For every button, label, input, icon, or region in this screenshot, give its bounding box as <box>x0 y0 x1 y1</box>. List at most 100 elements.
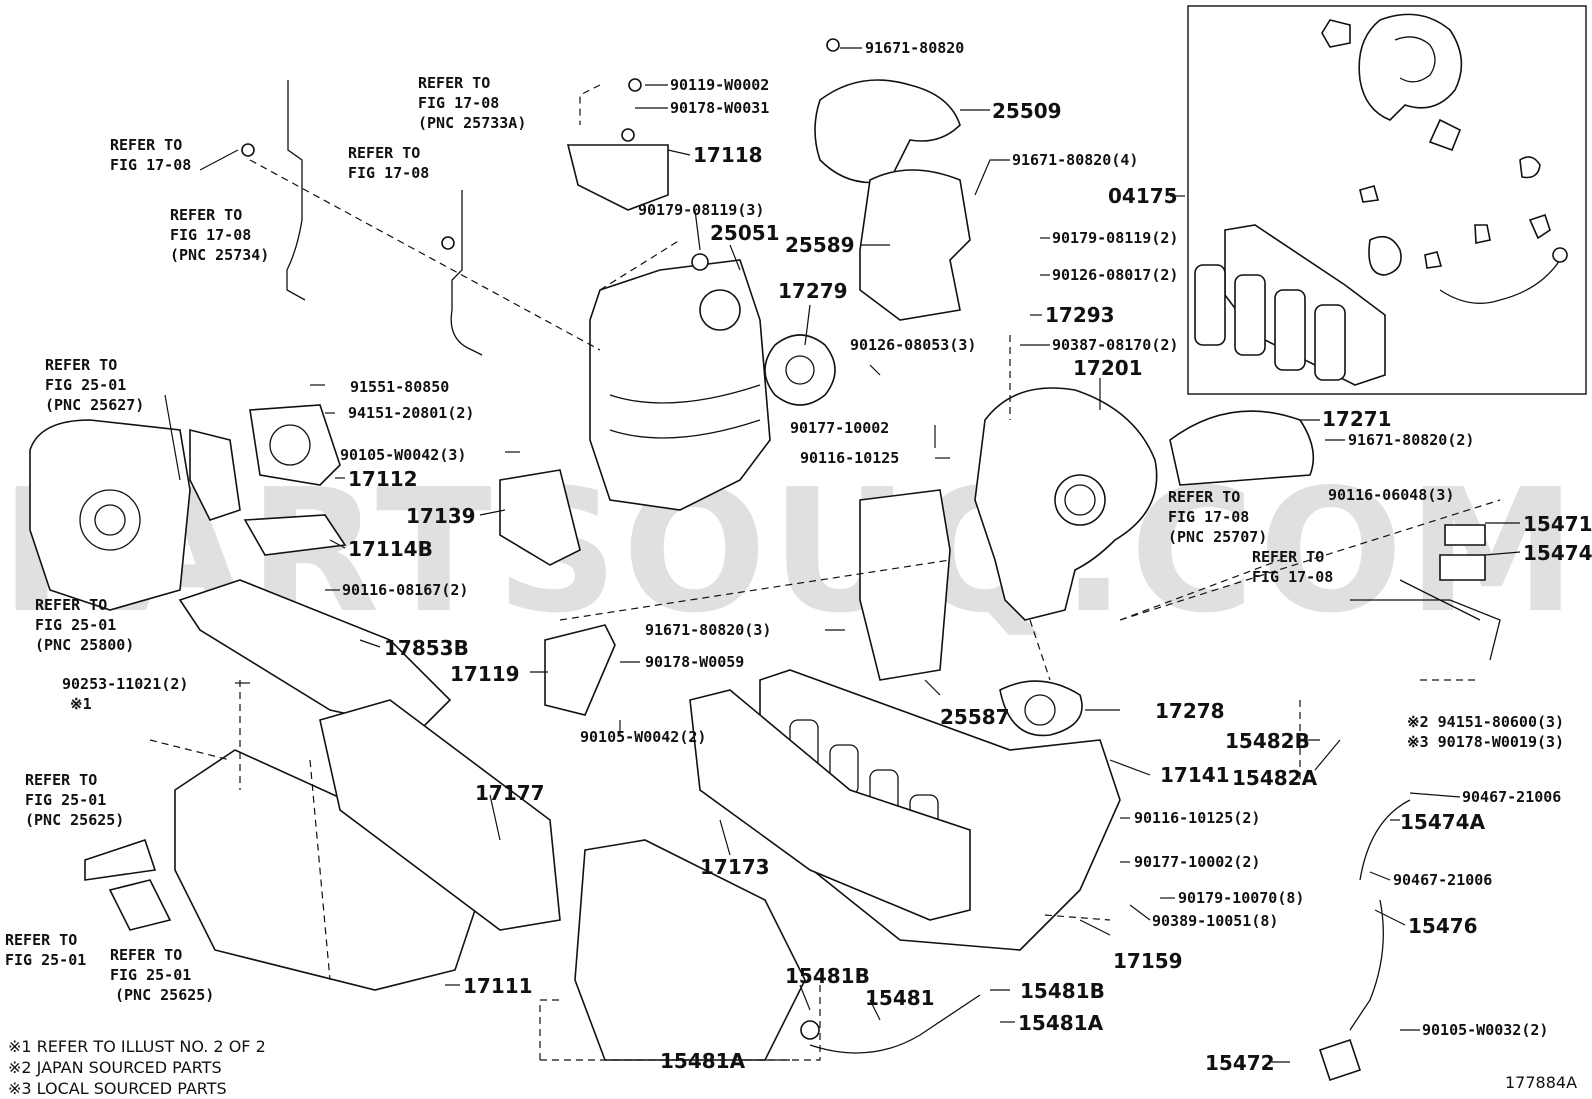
refer-label-6-line2: FIG 25-01 <box>35 616 116 634</box>
gasket-17173 <box>689 689 971 921</box>
part-label-90178-W0019-3[interactable]: ※3 90178-W0019(3) <box>1407 733 1564 751</box>
refer-label-8-line2: FIG 25-01 <box>5 951 86 969</box>
part-label-94151-20801-2[interactable]: 94151-20801(2) <box>348 404 474 422</box>
part-label-90105-W0042-2[interactable]: 90105-W0042(2) <box>580 728 706 746</box>
bolt-91671-80820 <box>826 38 840 52</box>
refer-label-9-line3: (PNC 25625) <box>115 986 214 1004</box>
part-label-90116-08167-2[interactable]: 90116-08167(2) <box>342 581 468 599</box>
part-label-15476[interactable]: 15476 <box>1408 914 1478 938</box>
part-label-17139[interactable]: 17139 <box>406 504 476 528</box>
part-label-90105-W0042-3[interactable]: 90105-W0042(3) <box>340 446 466 464</box>
part-label-90389-10051-8[interactable]: 90389-10051(8) <box>1152 912 1278 930</box>
part-label-90387-08170-2[interactable]: 90387-08170(2) <box>1052 336 1178 354</box>
part-label-17278[interactable]: 17278 <box>1155 699 1225 723</box>
part-label-17853B[interactable]: 17853B <box>384 636 469 660</box>
part-label-17141[interactable]: 17141 <box>1160 763 1230 787</box>
part-label-25587[interactable]: 25587 <box>940 705 1010 729</box>
part-label-25589[interactable]: 25589 <box>785 233 855 257</box>
plate-15474 <box>1439 554 1486 581</box>
part-label-15482A[interactable]: 15482A <box>1232 766 1318 790</box>
part-label-15472[interactable]: 15472 <box>1205 1051 1275 1075</box>
footnotes: ※1 REFER TO ILLUST NO. 2 OF 2 ※2 JAPAN S… <box>8 1037 1577 1098</box>
part-label-25051[interactable]: 25051 <box>710 221 780 245</box>
inset-box-04175 <box>1187 5 1587 395</box>
refer-label-11-line1: REFER TO <box>1252 548 1324 566</box>
part-label-90126-08017-2[interactable]: 90126-08017(2) <box>1052 266 1178 284</box>
refer-label-10-line2: FIG 17-08 <box>1168 508 1249 526</box>
clamp-15481B <box>800 1020 820 1040</box>
part-label-15481B-a[interactable]: 15481B <box>785 964 870 988</box>
part-label-17118[interactable]: 17118 <box>693 143 763 167</box>
part-label-15474[interactable]: 15474 <box>1523 541 1592 565</box>
part-label-94151-80600-3[interactable]: ※2 94151-80600(3) <box>1407 713 1564 731</box>
part-label-90177-10002-2[interactable]: 90177-10002(2) <box>1134 853 1260 871</box>
part-label-90116-10125[interactable]: 90116-10125 <box>800 449 899 467</box>
refer-label-2-line1: REFER TO <box>170 206 242 224</box>
part-label-90116-06048-3[interactable]: 90116-06048(3) <box>1328 486 1454 504</box>
refer-label-9-line2: FIG 25-01 <box>110 966 191 984</box>
refer-label-4-line1: REFER TO <box>348 144 420 162</box>
leader-lines <box>164 47 1521 1063</box>
part-label-17201[interactable]: 17201 <box>1073 356 1143 380</box>
refer-label-2-line2: FIG 17-08 <box>170 226 251 244</box>
part-label-17119[interactable]: 17119 <box>450 662 520 686</box>
refer-label-5-line3: (PNC 25627) <box>45 396 144 414</box>
part-label-90467-21006-a[interactable]: 90467-21006 <box>1462 788 1561 806</box>
part-label-15481A-b[interactable]: 15481A <box>660 1049 746 1073</box>
part-label-15471[interactable]: 15471 <box>1523 512 1592 536</box>
refer-labels: REFER TO FIG 17-08 REFER TO FIG 17-08 (P… <box>5 74 1333 1004</box>
refer-label-4-line2: FIG 17-08 <box>348 164 429 182</box>
part-label-90177-10002[interactable]: 90177-10002 <box>790 419 889 437</box>
part-label-17159[interactable]: 17159 <box>1113 949 1183 973</box>
pipe-15476 <box>1349 899 1384 1031</box>
part-label-15474A[interactable]: 15474A <box>1400 810 1486 834</box>
part-label-17112[interactable]: 17112 <box>348 467 418 491</box>
part-label-17173[interactable]: 17173 <box>700 855 770 879</box>
bolt-90119-W0002 <box>628 78 642 92</box>
part-label-17114B[interactable]: 17114B <box>348 537 433 561</box>
part-label-15482B[interactable]: 15482B <box>1225 729 1310 753</box>
part-label-04175[interactable]: 04175 <box>1108 184 1178 208</box>
refer-label-5-line1: REFER TO <box>45 356 117 374</box>
part-label-17271[interactable]: 17271 <box>1322 407 1392 431</box>
part-label-90178-W0059[interactable]: 90178-W0059 <box>645 653 744 671</box>
part-label-90105-W0032-2[interactable]: 90105-W0032(2) <box>1422 1021 1548 1039</box>
pipe-assembly-15474 <box>1350 579 1501 661</box>
egr-valve-assembly <box>29 419 191 611</box>
part-label-90179-08119-2[interactable]: 90179-08119(2) <box>1052 229 1178 247</box>
part-label-17177[interactable]: 17177 <box>475 781 545 805</box>
part-label-90126-08053-3[interactable]: 90126-08053(3) <box>850 336 976 354</box>
part-label-90116-10125-2[interactable]: 90116-10125(2) <box>1134 809 1260 827</box>
refer-label-7-line2: FIG 25-01 <box>25 791 106 809</box>
footnote-3: ※3 LOCAL SOURCED PARTS <box>8 1079 227 1098</box>
part-label-17279[interactable]: 17279 <box>778 279 848 303</box>
refer-label-11-line2: FIG 17-08 <box>1252 568 1333 586</box>
part-label-91671-80820-3[interactable]: 91671-80820(3) <box>645 621 771 639</box>
part-label-17293[interactable]: 17293 <box>1045 303 1115 327</box>
nut-90178-W0031 <box>621 128 635 142</box>
part-label-91551-80850[interactable]: 91551-80850 <box>350 378 449 396</box>
part-label-90253-11021-2[interactable]: 90253-11021(2) <box>62 675 188 693</box>
part-label-91671-80820-4[interactable]: 91671-80820(4) <box>1012 151 1138 169</box>
oxygen-sensor-left <box>286 80 306 301</box>
refer-label-1-line1: REFER TO <box>110 136 182 154</box>
part-label-90179-08119-3[interactable]: 90179-08119(3) <box>638 201 764 219</box>
part-label-90467-21006-b[interactable]: 90467-21006 <box>1393 871 1492 889</box>
part-label-90178-W0031[interactable]: 90178-W0031 <box>670 99 769 117</box>
part-label-17111[interactable]: 17111 <box>463 974 533 998</box>
part-label-15481A-a[interactable]: 15481A <box>1018 1011 1104 1035</box>
heat-insulator-25589 <box>859 169 971 321</box>
figure-id: 177884A <box>1505 1073 1577 1092</box>
heat-insulator-25587 <box>859 489 951 681</box>
part-label-91671-80820[interactable]: 91671-80820 <box>865 39 964 57</box>
part-label-90119-W0002[interactable]: 90119-W0002 <box>670 76 769 94</box>
refer-label-10-line3: (PNC 25707) <box>1168 528 1267 546</box>
part-label-90179-10070-8[interactable]: 90179-10070(8) <box>1178 889 1304 907</box>
part-label-15481[interactable]: 15481 <box>865 986 935 1010</box>
bracket-17118 <box>566 144 669 211</box>
part-label-15481B-b[interactable]: 15481B <box>1020 979 1105 1003</box>
part-label-91671-80820-2[interactable]: 91671-80820(2) <box>1348 431 1474 449</box>
part-label-25509[interactable]: 25509 <box>992 99 1062 123</box>
refer-label-10-line1: REFER TO <box>1168 488 1240 506</box>
heat-insulator-17271 <box>1169 410 1315 486</box>
